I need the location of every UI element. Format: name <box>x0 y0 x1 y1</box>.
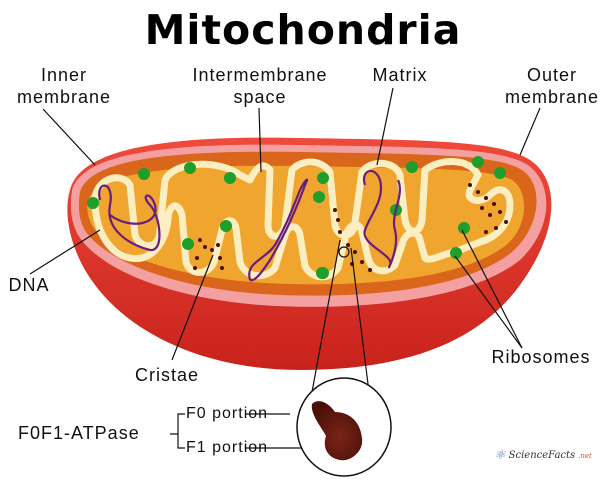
ribosomes <box>87 156 506 279</box>
atom-icon: ⚛ <box>494 448 506 463</box>
label-f0-portion: F0 portion <box>186 405 269 422</box>
label-inner-membrane: Inner membrane <box>16 65 112 107</box>
atp-synthase-shape <box>311 401 363 461</box>
label-outer-membrane: Outer membrane <box>504 65 600 107</box>
dna-strands <box>98 169 401 282</box>
label-atpase: F0F1-ATPase <box>18 423 140 443</box>
diagram-title: Mitochondria <box>144 6 462 54</box>
label-ribosomes: Ribosomes <box>491 347 591 367</box>
label-dna: DNA <box>8 275 50 295</box>
label-intermembrane-space: Intermembrane space <box>192 65 328 107</box>
label-cristae: Cristae <box>134 365 199 385</box>
sciencefacts-watermark: ⚛ ScienceFacts .net <box>494 448 592 463</box>
atp-synthase-dots <box>193 183 508 272</box>
label-f1-portion: F1 portion <box>186 439 269 456</box>
label-matrix: Matrix <box>372 65 428 85</box>
